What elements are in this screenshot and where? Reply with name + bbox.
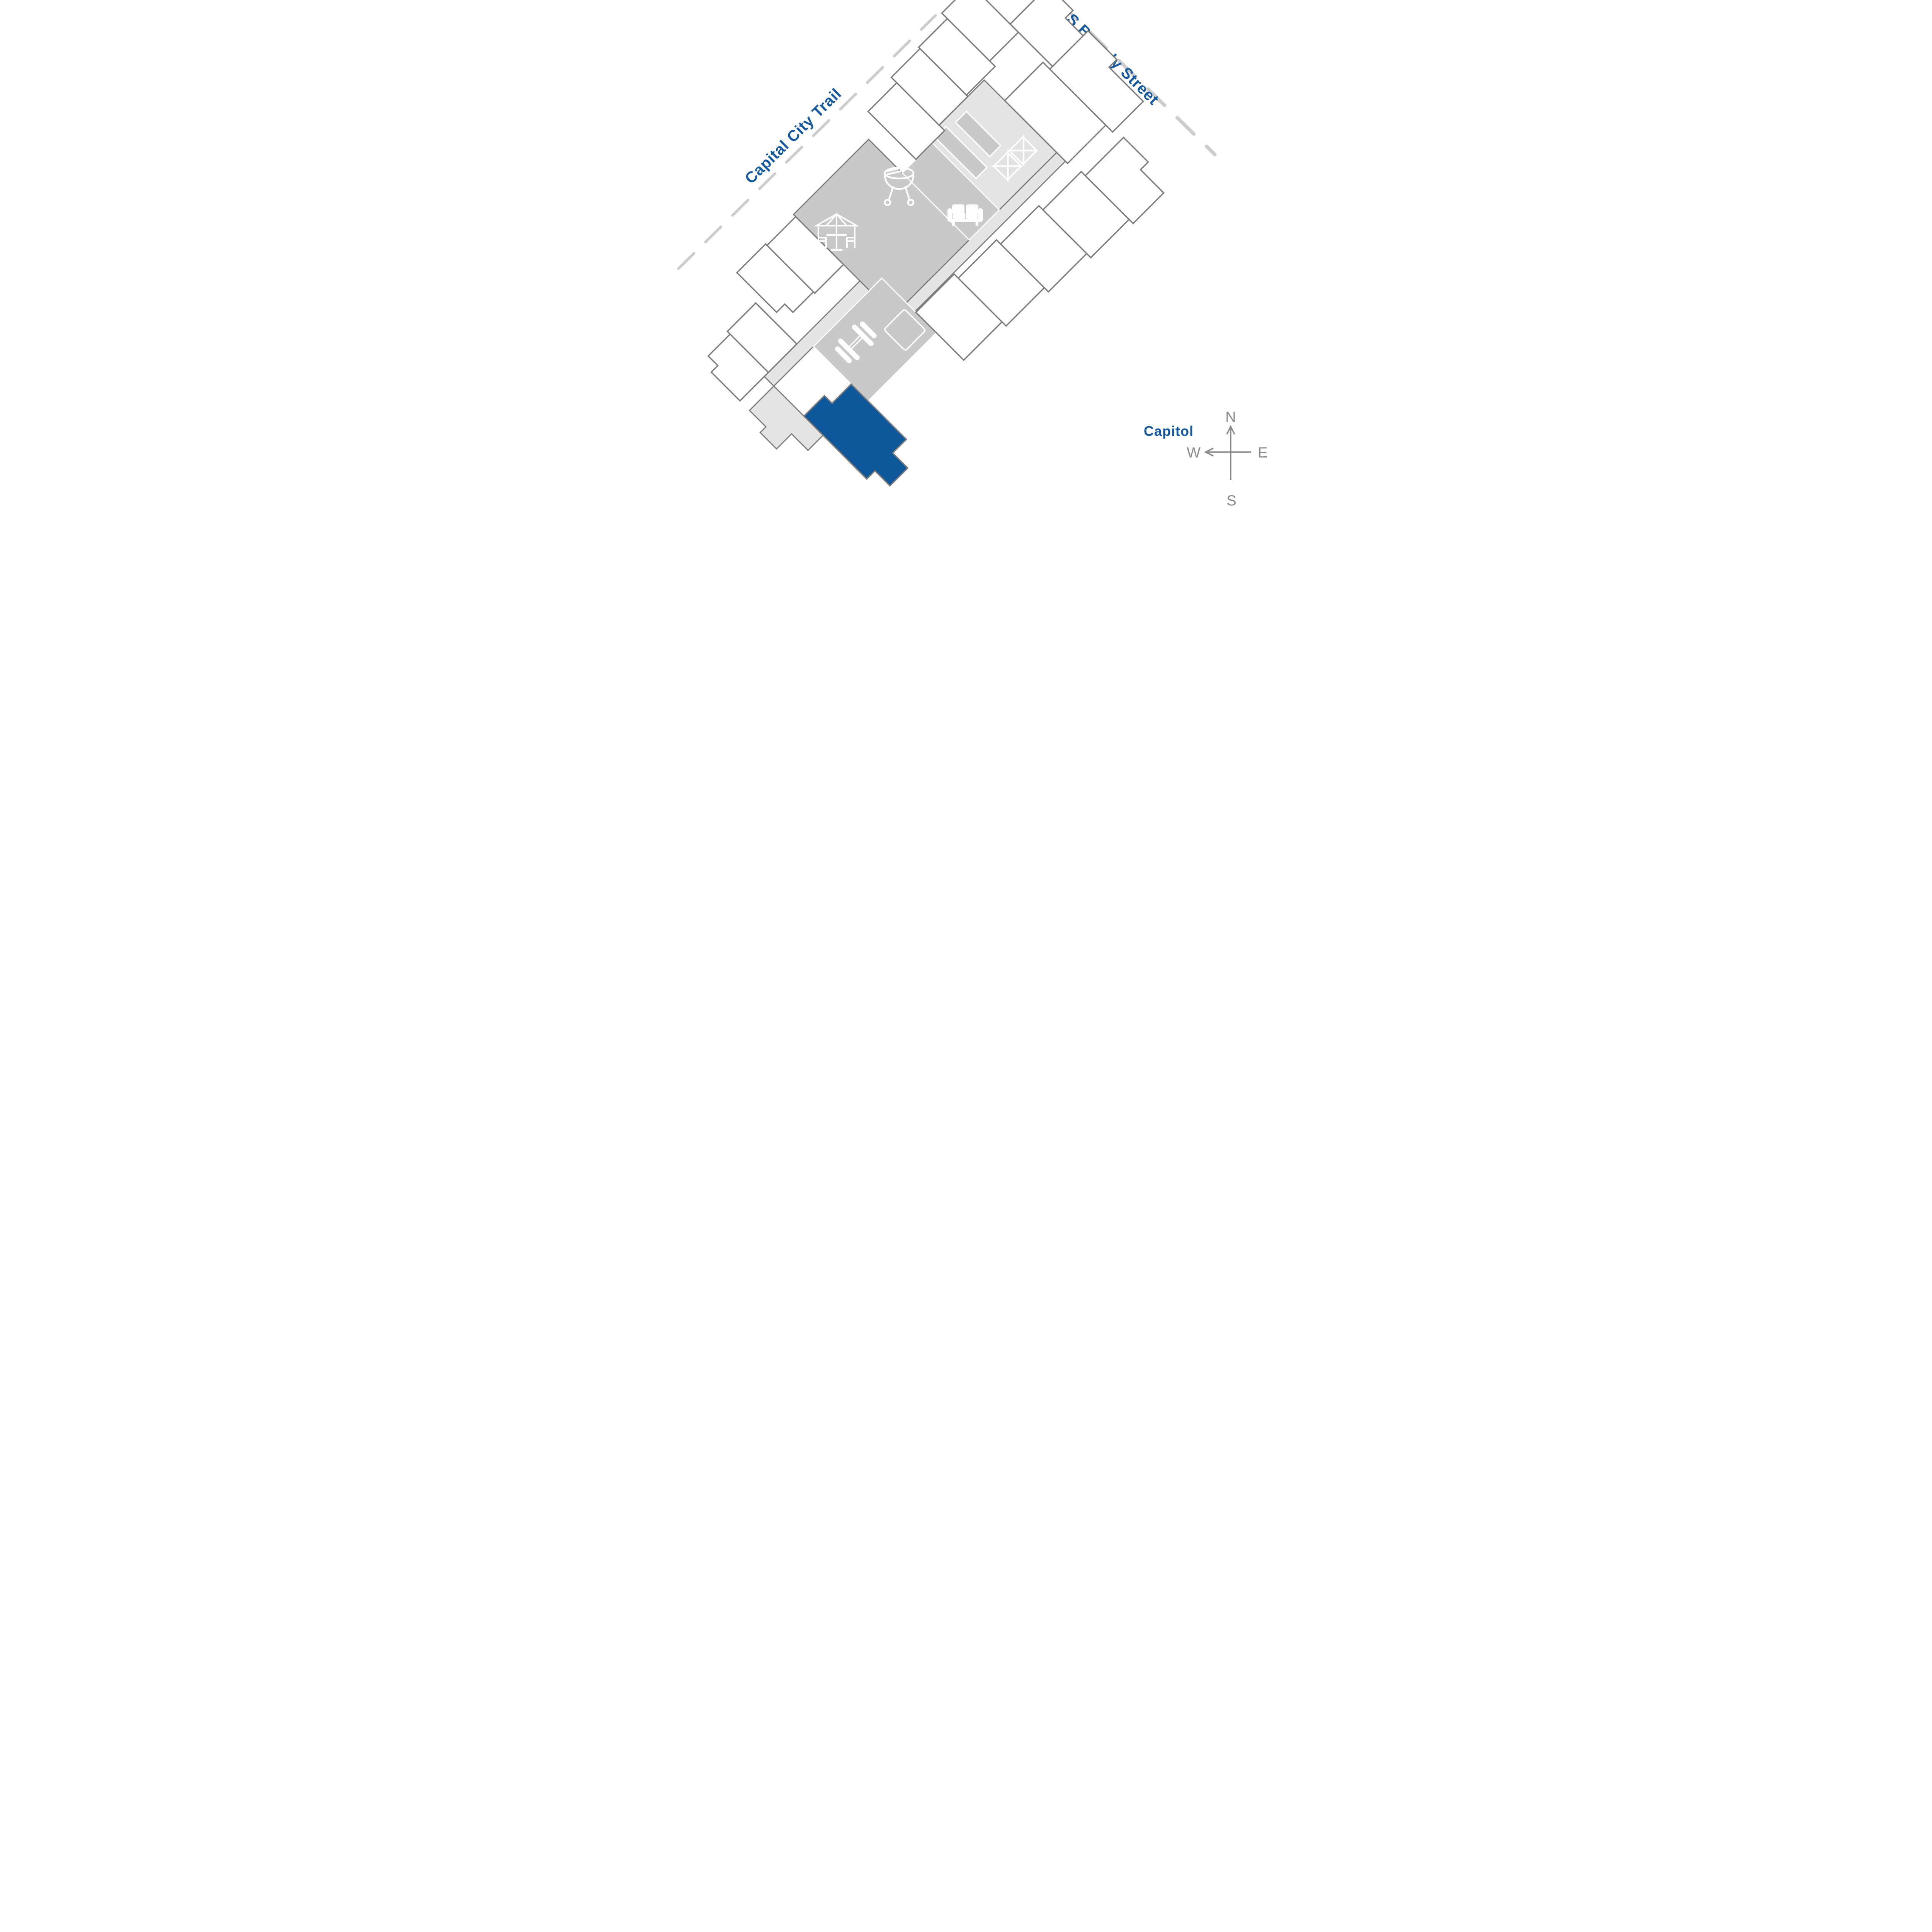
patio-table-umbrella-icon xyxy=(813,213,860,251)
compass xyxy=(1204,425,1251,480)
site-map: Capital City Trail S Brearly Street xyxy=(677,0,1268,509)
bbq-grill-icon xyxy=(884,167,915,206)
capitol-label: Capitol xyxy=(1144,423,1194,439)
x-stroke xyxy=(1007,150,1038,151)
dumbbell-icon xyxy=(835,321,877,363)
compass-west-arrowhead xyxy=(1204,447,1214,457)
site-map-page: Capital City Trail S Brearly Street xyxy=(663,0,1269,519)
unit[interactable] xyxy=(1049,30,1151,133)
elevator-x-boxes xyxy=(992,135,1038,182)
compass-s: S xyxy=(1226,493,1236,509)
x-stroke xyxy=(992,165,1022,167)
entry-vestibule xyxy=(748,385,824,451)
trail-street-label: Capital City Trail xyxy=(742,85,845,187)
compass-north-arrowhead xyxy=(1226,425,1235,435)
unit[interactable] xyxy=(726,302,798,374)
s-brearly-street-dashed-line xyxy=(1058,1,1217,156)
lobby-counter-2 xyxy=(954,111,1002,158)
compass-e: E xyxy=(1258,445,1267,461)
gym-mat-outline xyxy=(884,309,926,351)
capital-city-trail-dashed-line xyxy=(677,14,937,270)
unit[interactable] xyxy=(941,0,1019,62)
unit[interactable] xyxy=(736,243,815,320)
selected-unit[interactable] xyxy=(803,376,921,494)
x-stroke xyxy=(1022,135,1024,166)
gym-amenity-area xyxy=(813,277,937,402)
unit[interactable] xyxy=(1084,136,1172,224)
compass-w: W xyxy=(1187,445,1201,461)
couch-icon xyxy=(947,204,983,226)
building-footprint xyxy=(707,0,1172,494)
compass-n: N xyxy=(1225,409,1236,425)
x-stroke xyxy=(1007,151,1009,182)
